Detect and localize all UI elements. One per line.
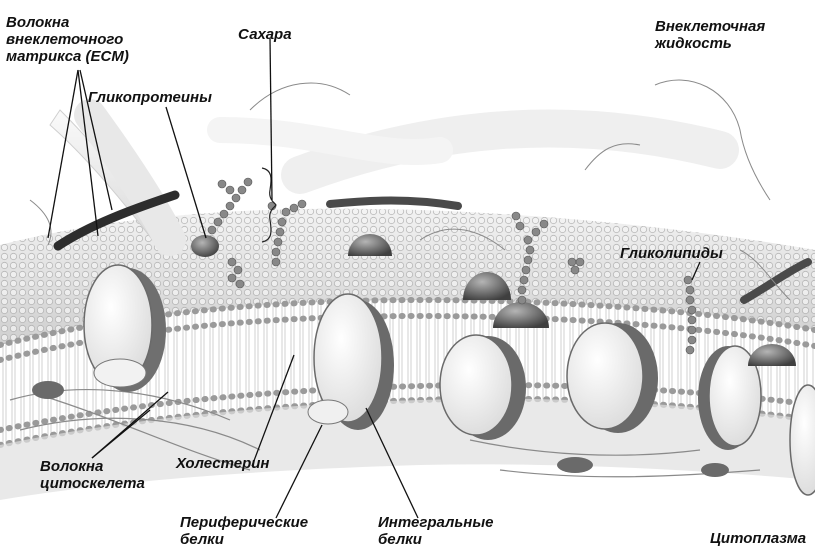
glycolipids-label: Гликолипиды	[620, 245, 723, 262]
peripheral-proteins-label: Периферические белки	[180, 514, 308, 548]
peripheral-protein	[701, 463, 729, 477]
integral-proteins-label-line-2: белки	[378, 531, 493, 548]
ecm-fibers-label-line-2: внеклеточного	[6, 31, 129, 48]
extracellular-fluid-label: Внеклеточная жидкость	[655, 18, 765, 52]
peripheral-protein	[191, 235, 219, 257]
peripheral-protein	[557, 457, 593, 473]
ecm-fibers-label-line-3: матрикса (ECM)	[6, 48, 129, 65]
extracellular-fluid-label-line-1: Внеклеточная	[655, 18, 765, 35]
cytoskeleton-fibers-label-line-2: цитоскелета	[40, 475, 145, 492]
ecm-fibers-label: Волокна внеклеточного матрикса (ECM)	[6, 14, 129, 65]
extracellular-fluid-label-line-2: жидкость	[655, 35, 765, 52]
integral-protein-4	[567, 323, 658, 433]
cytoplasm-label: Цитоплазма	[710, 530, 806, 547]
sugars-label: Сахара	[238, 26, 292, 43]
glycoproteins-label: Гликопротеины	[88, 89, 212, 106]
peripheral-proteins-label-line-2: белки	[180, 531, 308, 548]
cytoskeleton-fibers-label: Волокна цитоскелета	[40, 458, 145, 492]
integral-proteins-label-line-1: Интегральные	[378, 514, 493, 531]
cholesterol-label: Холестерин	[176, 455, 269, 472]
integral-proteins-label: Интегральные белки	[378, 514, 493, 548]
peripheral-protein	[32, 381, 64, 399]
ecm-fibers-label-line-1: Волокна	[6, 14, 129, 31]
cytoskeleton-fibers-label-line-1: Волокна	[40, 458, 145, 475]
peripheral-proteins-label-line-1: Периферические	[180, 514, 308, 531]
integral-protein-3	[440, 335, 526, 440]
